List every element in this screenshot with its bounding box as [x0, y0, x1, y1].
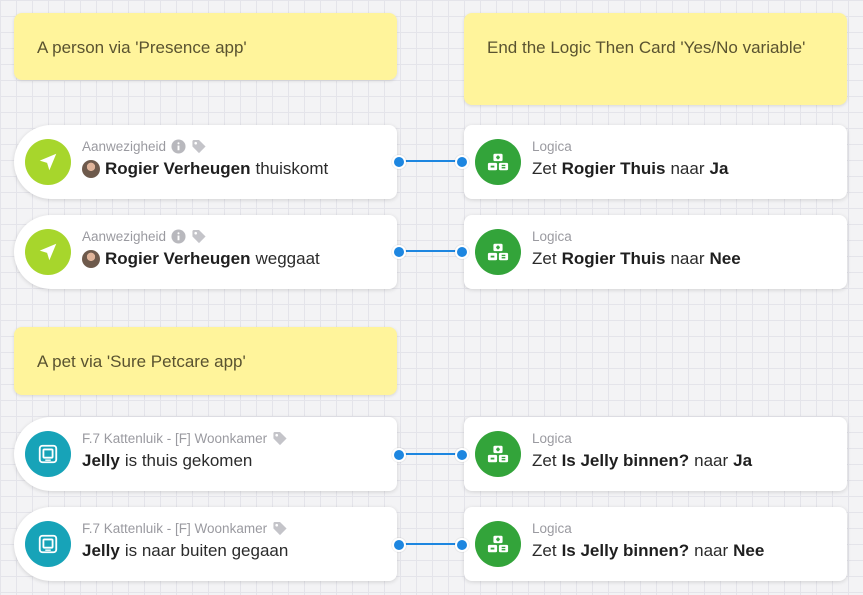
- when-card-catflap-home[interactable]: F.7 Kattenluik - [F] Woonkamer Jelly is …: [14, 417, 397, 491]
- when-card-presence-away[interactable]: Aanwezigheid Rogier Verheugen weggaat: [14, 215, 397, 289]
- card-device-label: Logica: [532, 229, 572, 244]
- card-device-label: F.7 Kattenluik - [F] Woonkamer: [82, 431, 288, 446]
- note-text: A person via 'Presence app': [37, 38, 247, 57]
- input-port[interactable]: [455, 245, 469, 259]
- note-text: A pet via 'Sure Petcare app': [37, 352, 246, 371]
- card-device-label: Logica: [532, 521, 572, 536]
- then-card-logic-4[interactable]: Logica Zet Is Jelly binnen? naar Nee: [464, 507, 847, 581]
- input-port[interactable]: [455, 538, 469, 552]
- logic-calculator-icon: [475, 521, 521, 567]
- input-port[interactable]: [455, 448, 469, 462]
- card-device-label: Aanwezigheid: [82, 229, 207, 244]
- connection-wire[interactable]: [398, 250, 462, 252]
- cat-flap-icon: [25, 431, 71, 477]
- input-port[interactable]: [455, 155, 469, 169]
- info-icon[interactable]: [171, 139, 186, 154]
- card-device-label: Aanwezigheid: [82, 139, 207, 154]
- card-sentence: Zet Rogier Thuis naar Ja: [532, 159, 729, 178]
- tag-icon[interactable]: [191, 229, 207, 244]
- avatar: [82, 160, 100, 178]
- output-port[interactable]: [392, 448, 406, 462]
- note-person-presence[interactable]: A person via 'Presence app': [14, 13, 397, 80]
- tag-icon[interactable]: [272, 431, 288, 446]
- then-card-logic-3[interactable]: Logica Zet Is Jelly binnen? naar Ja: [464, 417, 847, 491]
- connection-wire[interactable]: [398, 453, 462, 455]
- note-pet-petcare[interactable]: A pet via 'Sure Petcare app': [14, 327, 397, 395]
- card-sentence: Jelly is naar buiten gegaan: [82, 541, 289, 560]
- card-sentence: Rogier Verheugen thuiskomt: [82, 159, 328, 179]
- card-sentence: Zet Rogier Thuis naar Nee: [532, 249, 741, 268]
- connection-wire[interactable]: [398, 543, 462, 545]
- when-card-catflap-out[interactable]: F.7 Kattenluik - [F] Woonkamer Jelly is …: [14, 507, 397, 581]
- card-sentence: Zet Is Jelly binnen? naar Ja: [532, 451, 753, 470]
- tag-icon[interactable]: [191, 139, 207, 154]
- tag-icon[interactable]: [272, 521, 288, 536]
- logic-calculator-icon: [475, 431, 521, 477]
- note-end-logic[interactable]: End the Logic Then Card 'Yes/No variable…: [464, 13, 847, 105]
- when-card-presence-home[interactable]: Aanwezigheid Rogier Verheugen thuiskomt: [14, 125, 397, 199]
- card-device-label: Logica: [532, 431, 572, 446]
- output-port[interactable]: [392, 538, 406, 552]
- logic-calculator-icon: [475, 229, 521, 275]
- card-device-label: Logica: [532, 139, 572, 154]
- output-port[interactable]: [392, 155, 406, 169]
- logic-calculator-icon: [475, 139, 521, 185]
- info-icon[interactable]: [171, 229, 186, 244]
- output-port[interactable]: [392, 245, 406, 259]
- then-card-logic-2[interactable]: Logica Zet Rogier Thuis naar Nee: [464, 215, 847, 289]
- cat-flap-icon: [25, 521, 71, 567]
- card-sentence: Rogier Verheugen weggaat: [82, 249, 320, 269]
- note-text: End the Logic Then Card 'Yes/No variable…: [487, 38, 806, 57]
- card-sentence: Jelly is thuis gekomen: [82, 451, 253, 470]
- navigation-arrow-icon: [25, 229, 71, 275]
- card-sentence: Zet Is Jelly binnen? naar Nee: [532, 541, 765, 560]
- navigation-arrow-icon: [25, 139, 71, 185]
- card-device-label: F.7 Kattenluik - [F] Woonkamer: [82, 521, 288, 536]
- then-card-logic-1[interactable]: Logica Zet Rogier Thuis naar Ja: [464, 125, 847, 199]
- connection-wire[interactable]: [398, 160, 462, 162]
- avatar: [82, 250, 100, 268]
